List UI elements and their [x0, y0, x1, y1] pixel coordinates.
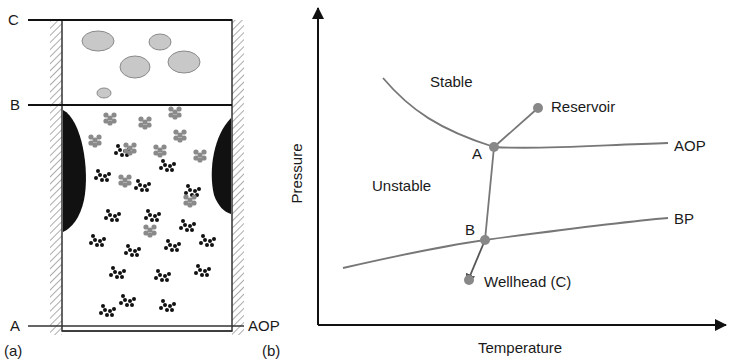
region-label: Unstable [372, 178, 431, 193]
curve-label: BP [674, 211, 694, 226]
level-label: C [8, 12, 19, 27]
panel-label: (a) [4, 343, 22, 358]
panel-label: (b) [262, 343, 280, 358]
point-label: Wellhead (C) [484, 274, 571, 289]
point-label: B [465, 222, 475, 237]
region-label: Stable [430, 74, 473, 89]
phase-plot [318, 8, 726, 325]
level-label: A [10, 318, 20, 333]
curve-label: AOP [674, 138, 706, 153]
axis-label: Temperature [478, 340, 562, 355]
point-label: A [472, 146, 482, 161]
level-label: B [10, 97, 20, 112]
point-label: Reservoir [551, 99, 615, 114]
axis-label: Pressure [289, 143, 304, 203]
wellbore [28, 20, 244, 335]
level-label: AOP [248, 318, 280, 333]
